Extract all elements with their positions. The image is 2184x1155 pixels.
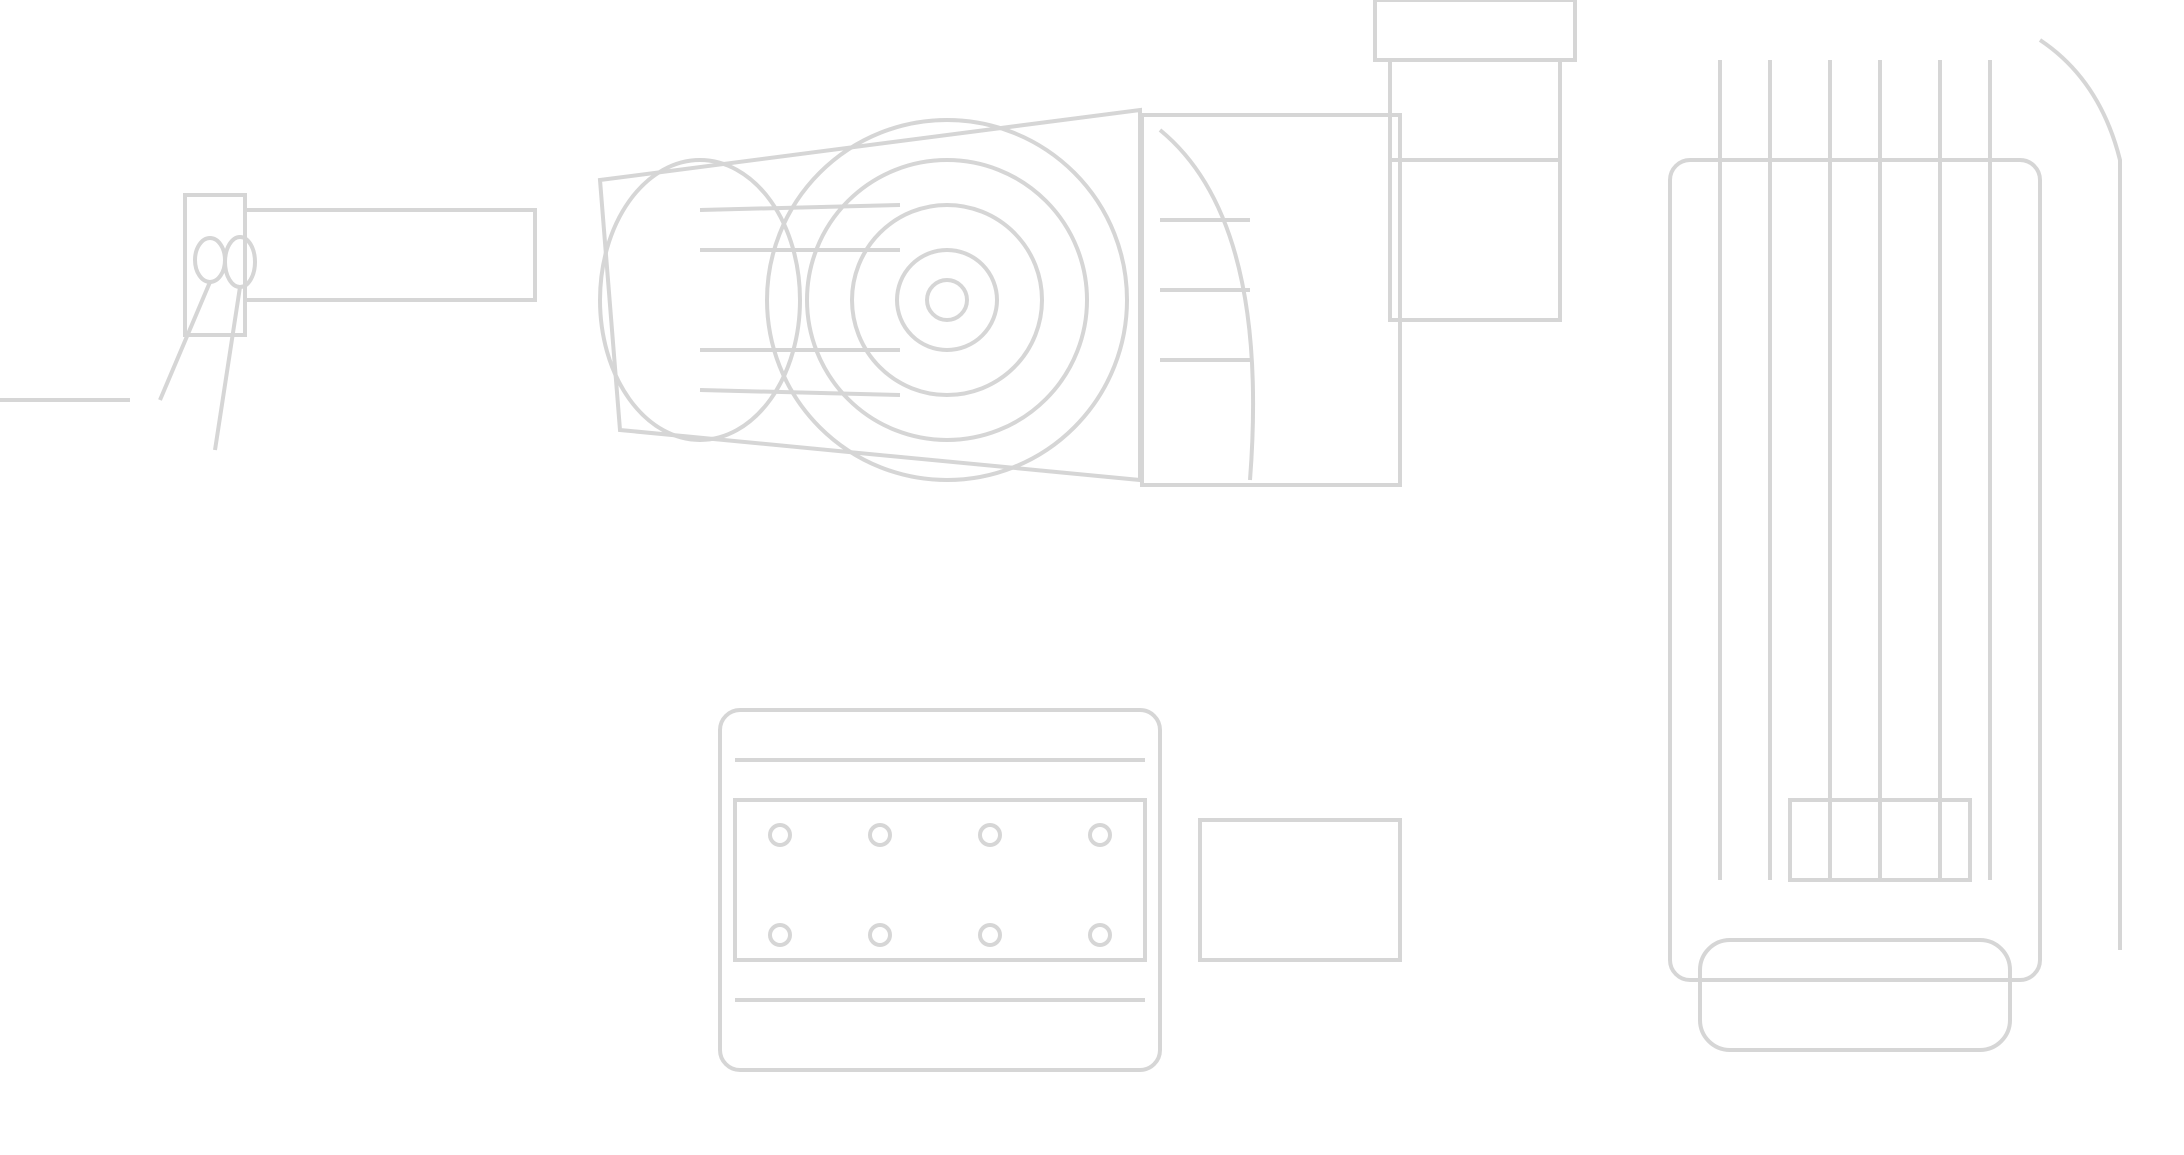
left-bracket-assembly	[0, 193, 537, 451]
tall-column-machine	[1373, 0, 2122, 1052]
engine-with-flywheel	[597, 107, 1142, 483]
lower-box-unit	[718, 708, 1402, 1072]
side-housing	[1140, 113, 1402, 487]
